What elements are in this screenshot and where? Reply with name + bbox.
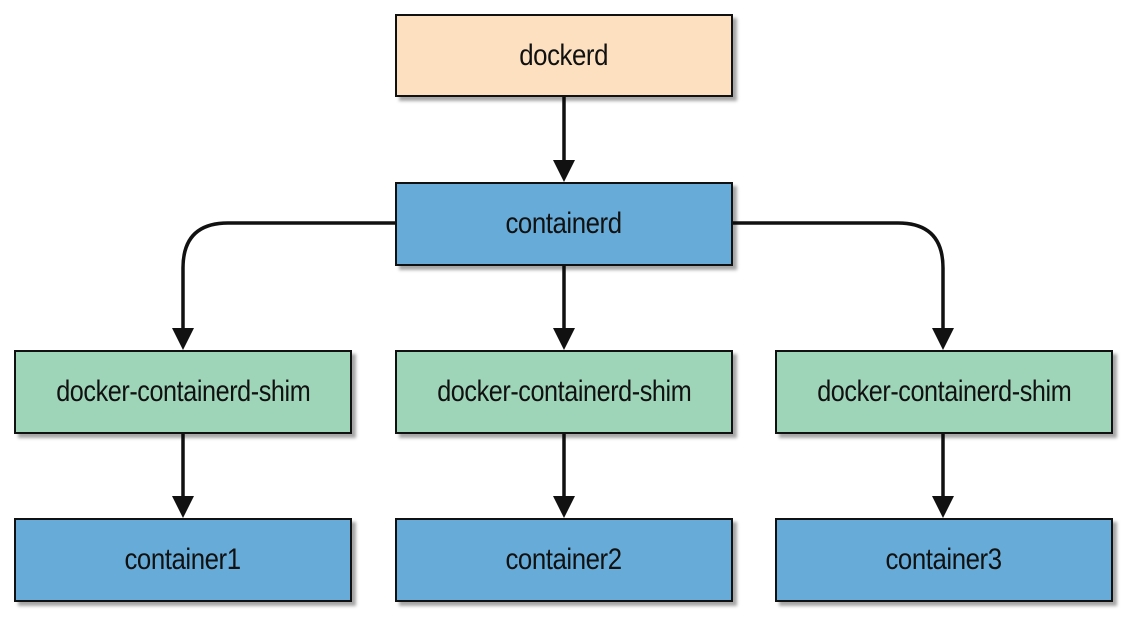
node-containerd: containerd bbox=[395, 182, 733, 266]
arrowhead-container3 bbox=[932, 496, 954, 518]
node-shim-3-label: docker-containerd-shim bbox=[816, 375, 1072, 408]
node-containerd-label: containerd bbox=[505, 207, 623, 240]
node-shim-2-label: docker-containerd-shim bbox=[436, 375, 692, 408]
arrowhead-shim1 bbox=[172, 328, 194, 350]
node-container-2-label: container2 bbox=[505, 543, 623, 576]
arrowhead-containerd bbox=[553, 160, 575, 182]
edge-containerd-shim3 bbox=[733, 221, 945, 332]
node-shim-1-label: docker-containerd-shim bbox=[55, 375, 311, 408]
node-dockerd-label: dockerd bbox=[519, 38, 609, 72]
node-shim-1: docker-containerd-shim bbox=[14, 350, 352, 434]
node-dockerd: dockerd bbox=[395, 14, 733, 97]
node-container-3: container3 bbox=[775, 518, 1113, 602]
node-container-1: container1 bbox=[14, 518, 352, 602]
edge-containerd-shim1 bbox=[181, 221, 395, 332]
node-shim-3: docker-containerd-shim bbox=[775, 350, 1113, 434]
node-container-1-label: container1 bbox=[124, 543, 242, 576]
node-shim-2: docker-containerd-shim bbox=[395, 350, 733, 434]
arrowhead-shim3 bbox=[932, 328, 954, 350]
arrowhead-shim2 bbox=[553, 328, 575, 350]
arrowhead-container2 bbox=[553, 496, 575, 518]
node-container-2: container2 bbox=[395, 518, 733, 602]
arrowhead-container1 bbox=[172, 496, 194, 518]
node-container-3-label: container3 bbox=[885, 543, 1003, 576]
